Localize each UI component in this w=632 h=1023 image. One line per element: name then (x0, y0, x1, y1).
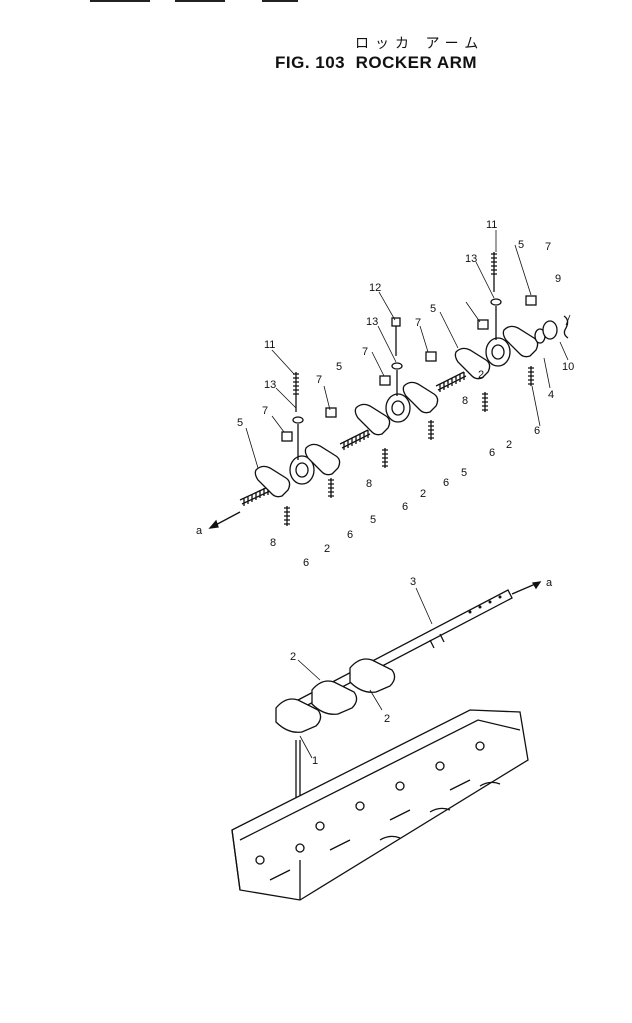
washer-part (391, 362, 403, 370)
rocker-arm-part (502, 325, 539, 358)
callout-label: 6 (489, 447, 495, 459)
washer-part (490, 298, 502, 306)
callout-label: 5 (518, 239, 524, 251)
callout-label: 2 (506, 439, 512, 451)
scan-mark (175, 0, 225, 2)
figure-title: FIG. 103 ROCKER ARM (275, 53, 478, 72)
callout-label: 4 (548, 389, 554, 401)
callout-label: 11 (264, 339, 275, 351)
callout-label: 10 (562, 361, 574, 373)
adjust-screw-part (382, 448, 388, 468)
assembled-rocker-group (349, 658, 396, 693)
callout-label: 3 (410, 576, 416, 588)
callout-label: a (196, 525, 203, 537)
callout-label: 5 (370, 514, 376, 526)
rocker-arm-part (354, 403, 391, 436)
callout-label: 13 (366, 316, 378, 328)
callout-label: 5 (336, 361, 342, 373)
adjust-screw-part (328, 478, 334, 498)
support-part (385, 393, 411, 423)
callout-label: 7 (415, 317, 421, 329)
callout-label: 2 (420, 488, 426, 500)
callout-label: 13 (465, 253, 477, 265)
callout-label: 8 (366, 478, 372, 490)
nut-part (477, 319, 489, 330)
callout-label: 13 (264, 379, 276, 391)
cylinder-head-body (231, 709, 529, 901)
callout-label: 7 (316, 374, 322, 386)
callout-label: 1 (312, 755, 318, 767)
scan-mark (262, 0, 298, 2)
callout-label: 7 (362, 346, 368, 358)
assembled-rocker-group (275, 698, 322, 733)
callout-label: 6 (534, 425, 540, 437)
rocker-arm-part (454, 347, 491, 380)
nut-part (325, 407, 337, 418)
nut-part (425, 351, 437, 362)
callout-label: a (546, 577, 553, 589)
clip-part (563, 315, 569, 339)
callout-label: 9 (555, 273, 561, 285)
callout-label: 5 (461, 467, 467, 479)
callout-label: 6 (443, 477, 449, 489)
callout-label: 11 (486, 219, 497, 231)
spring-part (239, 486, 271, 506)
spring-part (435, 371, 467, 392)
callout-label: 2 (290, 651, 296, 663)
nut-part (281, 431, 293, 442)
adjust-screw-part (528, 366, 534, 386)
bolt-part (491, 252, 497, 292)
katakana-title: ロッカ アーム (355, 36, 485, 52)
nut-part (525, 295, 537, 306)
support-part (485, 337, 511, 367)
rocker-arm-part (402, 381, 439, 414)
cylinder-head (231, 709, 529, 901)
callout-label: 8 (270, 537, 276, 549)
spacer-part (542, 320, 558, 340)
callout-label: 2 (324, 543, 330, 555)
callout-label: 7 (545, 241, 551, 253)
rocker-shaft-assembly (275, 581, 542, 850)
adjust-screw-part (428, 420, 434, 440)
callout-label: 5 (237, 417, 243, 429)
washer-part (292, 416, 304, 424)
rocker-arm-part (304, 443, 341, 476)
callout-label: 2 (384, 713, 390, 725)
assembled-rocker-group (311, 680, 358, 715)
callout-label: 8 (462, 395, 468, 407)
adjust-screw-part (284, 506, 290, 526)
callout-label: 5 (430, 303, 436, 315)
callout-labels: 11 13 5 7 9 10 4 6 2 12 13 7 5 7 8 5 6 2… (196, 219, 574, 767)
adjust-screw-part (482, 392, 488, 412)
rocker-arm-part (254, 465, 291, 498)
callout-label: 12 (369, 282, 381, 294)
callout-label: 6 (303, 557, 309, 569)
callout-label: 6 (402, 501, 408, 513)
callout-label: 6 (347, 529, 353, 541)
support-part (289, 455, 315, 485)
callout-label: 2 (478, 369, 484, 381)
exploded-assembly (208, 230, 571, 529)
callout-label: 7 (262, 405, 268, 417)
spring-part (339, 429, 371, 450)
nut-part (379, 375, 391, 386)
bolt-part (293, 372, 299, 412)
scan-mark (90, 0, 150, 2)
